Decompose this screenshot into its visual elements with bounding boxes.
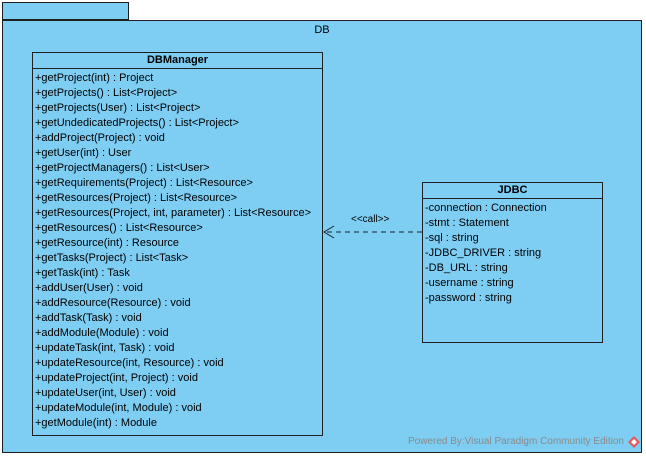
class-operation[interactable]: +getTasks(Project) : List<Task>	[35, 252, 189, 264]
class-attribute[interactable]: -JDBC_DRIVER : string	[425, 247, 542, 259]
dependency-stereotype: <<call>>	[351, 214, 390, 225]
package-tab[interactable]	[2, 2, 129, 20]
class-operation[interactable]: +getProjects(User) : List<Project>	[35, 102, 201, 114]
package-name: DB	[314, 24, 330, 36]
class-attribute[interactable]: -DB_URL : string	[425, 262, 508, 274]
class-operation[interactable]: +updateResource(int, Resource) : void	[35, 357, 224, 369]
class-operation[interactable]: +getModule(int) : Module	[35, 417, 157, 429]
class-operation[interactable]: +addTask(Task) : void	[35, 312, 142, 324]
class-operation[interactable]: +getUser(int) : User	[35, 147, 132, 159]
class-jdbc-title: JDBC	[423, 183, 602, 199]
class-operation[interactable]: +addUser(User) : void	[35, 282, 143, 294]
class-operation[interactable]: +addProject(Project) : void	[35, 132, 165, 144]
jdbc-attributes: -connection : Connection -stmt : Statemen…	[423, 199, 602, 306]
class-dbmanager[interactable]: DBManager +getProject(int) : Project+get…	[32, 52, 323, 436]
class-operation[interactable]: +getProject(int) : Project	[35, 72, 154, 84]
class-operation[interactable]: +getResources(Project) : List<Resource>	[35, 192, 238, 204]
class-operation[interactable]: +getRequirements(Project) : List<Resourc…	[35, 177, 253, 189]
class-jdbc[interactable]: JDBC -connection : Connection -stmt : Sta…	[422, 182, 603, 343]
class-operation[interactable]: +updateModule(int, Module) : void	[35, 402, 202, 414]
class-operation[interactable]: +getResources() : List<Resource>	[35, 222, 203, 234]
class-operation[interactable]: +getResources(Project, int, parameter) :…	[35, 207, 312, 219]
class-operation[interactable]: +addModule(Module) : void	[35, 327, 169, 339]
class-operation[interactable]: +getUndedicatedProjects() : List<Project…	[35, 117, 239, 129]
class-operation[interactable]: +addResource(Resource) : void	[35, 297, 191, 309]
dbmanager-operations: +getProject(int) : Project +getProjects()…	[33, 69, 322, 431]
visual-paradigm-logo-icon	[628, 436, 640, 448]
class-operation[interactable]: +updateTask(int, Task) : void	[35, 342, 175, 354]
class-dbmanager-title: DBManager	[33, 53, 322, 69]
watermark-text: Powered ByːVisual Paradigm Community Edi…	[407, 436, 624, 447]
class-operation[interactable]: +getTask(int) : Task	[35, 267, 130, 279]
class-operation[interactable]: +updateUser(int, User) : void	[35, 387, 176, 399]
class-attribute[interactable]: -username : string	[425, 277, 514, 289]
class-attribute[interactable]: -stmt : Statement	[425, 217, 509, 229]
class-attribute[interactable]: -connection : Connection	[425, 202, 547, 214]
class-operation[interactable]: +getProjectManagers() : List<User>	[35, 162, 210, 174]
class-attribute[interactable]: -sql : string	[425, 232, 479, 244]
class-operation[interactable]: +getProjects() : List<Project>	[35, 87, 178, 99]
class-operation[interactable]: +getResource(int) : Resource	[35, 237, 179, 249]
class-attribute[interactable]: -password : string	[425, 292, 512, 304]
class-operation[interactable]: +updateProject(int, Project) : void	[35, 372, 198, 384]
